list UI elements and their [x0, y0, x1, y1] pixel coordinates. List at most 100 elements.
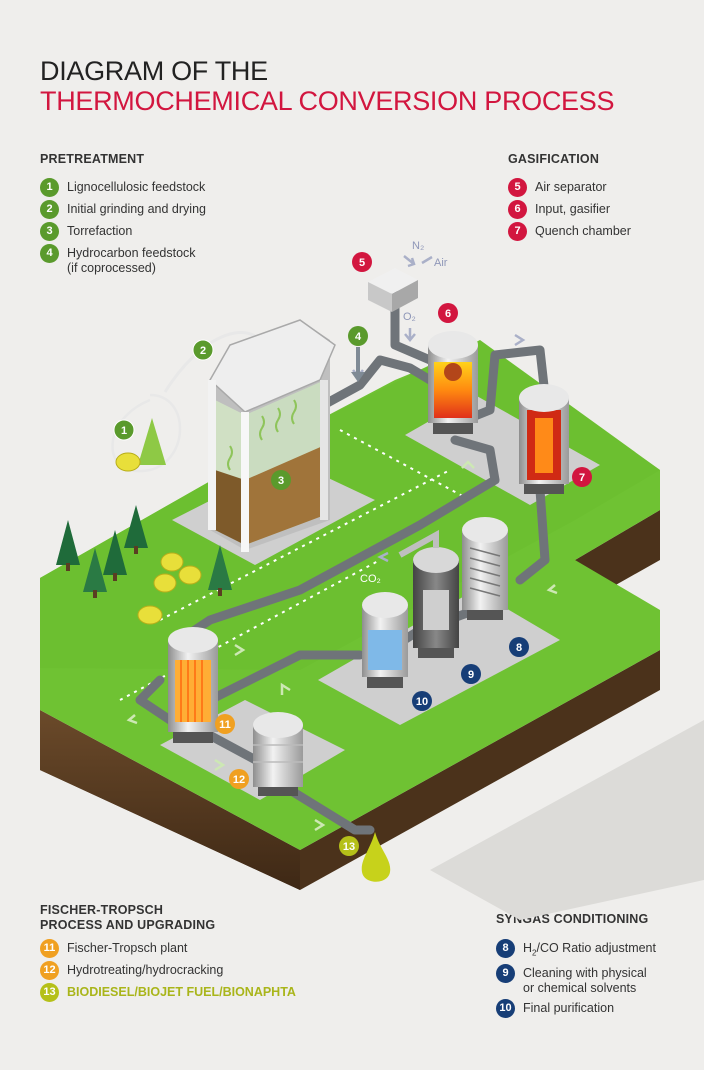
- svg-text:13: 13: [343, 841, 355, 853]
- legend-item-3: 3 Torrefaction: [40, 222, 206, 241]
- badge-3: 3: [40, 222, 59, 241]
- soil-front: [40, 710, 300, 890]
- diagram-badge-7: [572, 467, 592, 487]
- gasifier-feed: [444, 363, 462, 381]
- pipe-air-gasifier: [390, 290, 435, 365]
- torre-leg-right: [320, 380, 328, 520]
- torre-biomass: [245, 445, 325, 545]
- trees: [56, 418, 232, 598]
- gasification-title: GASIFICATION: [508, 152, 600, 166]
- svg-text:12: 12: [233, 774, 245, 786]
- ft-plant-unit: [168, 627, 218, 743]
- pipe-gas-return: [175, 435, 500, 645]
- legend-label-13: BIODIESEL/BIOJET FUEL/BIONAPHTA: [67, 985, 296, 999]
- diagram-badge-5: [352, 252, 372, 272]
- hydrocarbon-arrow-head: [351, 372, 365, 382]
- legend-label-3: Torrefaction: [67, 224, 133, 238]
- air-sep-left: [368, 282, 392, 312]
- coil: [469, 547, 501, 597]
- legend-item-9: 9 Cleaning with physical or chemical solv…: [496, 963, 656, 996]
- road-line-3: [339, 429, 471, 501]
- badge-9: 9: [496, 963, 515, 983]
- svg-text:4: 4: [355, 331, 362, 343]
- road-line-1: [159, 469, 451, 621]
- torrefaction-unit: [208, 319, 336, 552]
- title-line-1: DIAGRAM OF THE: [40, 56, 268, 86]
- syngas-tower-9: [398, 529, 459, 658]
- torre-leg-left: [208, 380, 216, 530]
- pipe-torrefaction-gasifier: [313, 355, 435, 413]
- pipe-quench-syngas: [515, 485, 550, 585]
- badge-7: 7: [508, 222, 527, 241]
- diagram-badge-2: [192, 339, 214, 361]
- diagram-badge-11: [215, 714, 235, 734]
- badge-10: 10: [496, 998, 515, 1018]
- diagram-badge-12: [229, 769, 249, 789]
- title-line-2: THERMOCHEMICAL CONVERSION PROCESS: [40, 86, 615, 116]
- label-air: Air: [434, 257, 448, 269]
- fischer-title: FISCHER-TROPSCH PROCESS AND UPGRADING: [40, 903, 216, 932]
- svg-text:1: 1: [121, 425, 127, 437]
- svg-text:8: 8: [516, 642, 522, 654]
- syngas-tower-8: [462, 517, 508, 620]
- legend-label-12: Hydrotreating/hydrocracking: [67, 963, 224, 977]
- diagram-badges: 1 2 3 4 5 6 7 8 9 10 11 12 13: [113, 252, 592, 856]
- legend-label-9: Cleaning with physical or chemical solve…: [523, 965, 647, 995]
- badge-12: 12: [40, 961, 59, 980]
- legend-item-13: 13 BIODIESEL/BIOJET FUEL/BIONAPHTA: [40, 983, 296, 1002]
- soil-right: [300, 650, 660, 890]
- legend-item-7: 7 Quench chamber: [508, 222, 631, 241]
- svg-text:3: 3: [278, 475, 284, 487]
- pipe-hydro-product: [285, 785, 375, 835]
- air-sep-top: [368, 268, 418, 294]
- legend-label-7: Quench chamber: [535, 224, 631, 238]
- svg-text:11: 11: [219, 719, 231, 731]
- diagram-badge-1: [113, 419, 135, 441]
- page-title: DIAGRAM OF THE THERMOCHEMICAL CONVERSION…: [40, 56, 614, 116]
- road-line-2: [119, 559, 381, 701]
- badge-5: 5: [508, 178, 527, 197]
- hydrotreating-unit: [253, 712, 303, 796]
- svg-text:6: 6: [445, 308, 451, 320]
- legend-item-2: 2 Initial grinding and drying: [40, 200, 206, 219]
- legend-label-6: Input, gasifier: [535, 202, 611, 216]
- legend-label-10: Final purification: [523, 1000, 615, 1015]
- legend-label-2: Initial grinding and drying: [67, 202, 206, 216]
- diagram-badge-4: [348, 326, 368, 346]
- badge-2: 2: [40, 200, 59, 219]
- gasifier-unit: [428, 331, 478, 434]
- badge-4: 4: [40, 244, 59, 263]
- flow-arrows: [126, 460, 558, 832]
- label-co2: CO₂: [360, 573, 381, 585]
- badge-13: 13: [40, 983, 59, 1002]
- diagram-badge-6: [438, 303, 458, 323]
- torre-leg-mid: [241, 412, 249, 552]
- pretreatment-title: PRETREATMENT: [40, 152, 145, 166]
- diagram-badge-3: [271, 470, 291, 490]
- legend-label-4: Hydrocarbon feedstock (if coprocessed): [67, 246, 196, 275]
- svg-text:2: 2: [200, 345, 206, 357]
- badge-8: 8: [496, 939, 515, 958]
- torre-steam: [227, 399, 297, 471]
- diagram-badge-8: [509, 637, 529, 657]
- svg-text:5: 5: [359, 257, 365, 269]
- air-sep-right: [392, 280, 418, 312]
- ft-tubes: [180, 660, 203, 722]
- diagram-badge-13: [339, 836, 359, 856]
- quench-unit: [519, 384, 569, 494]
- syngas-tower-10: [362, 592, 408, 688]
- pipe-gasifier-quench: [465, 345, 550, 423]
- hay-bales: [115, 452, 202, 625]
- legend-label-5: Air separator: [535, 180, 607, 194]
- legend-item-5: 5 Air separator: [508, 178, 631, 197]
- svg-text:9: 9: [468, 669, 474, 681]
- gasifier-cap: [428, 331, 478, 359]
- legend-item-10: 10 Final purification: [496, 998, 656, 1018]
